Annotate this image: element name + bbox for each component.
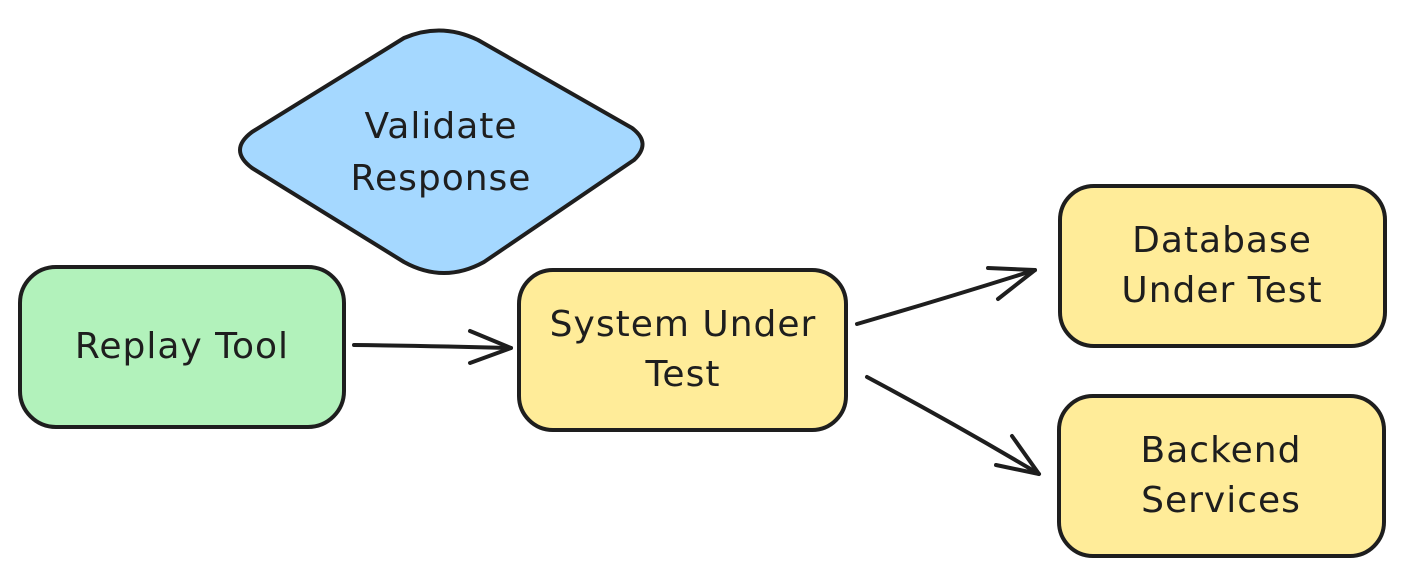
replay-tool-label: Replay Tool	[75, 326, 289, 367]
arrow-sut-to-database-shaft	[855, 268, 1037, 326]
database-under-test-node[interactable]: Database Under Test	[1058, 184, 1387, 348]
system-under-test-label-line2: Test	[645, 354, 721, 395]
arrow-sut-to-database-head	[986, 266, 1037, 301]
validate-response-node[interactable]: Validate Response	[238, 28, 645, 275]
replay-tool-node[interactable]: Replay Tool	[18, 265, 346, 429]
validate-response-label-line1: Validate	[364, 106, 517, 147]
arrow-sut-to-backend[interactable]	[865, 375, 1041, 476]
backend-services-box	[1057, 394, 1386, 558]
arrow-sut-to-backend-head	[994, 434, 1041, 476]
arrow-replay-to-sut-head	[468, 329, 513, 365]
system-under-test-box	[517, 268, 848, 432]
backend-services-label-line2: Services	[1141, 480, 1301, 521]
arrow-sut-to-database[interactable]	[855, 266, 1037, 326]
database-under-test-box	[1058, 184, 1387, 348]
replay-tool-box	[18, 265, 346, 429]
validate-response-diamond	[238, 28, 645, 275]
backend-services-node[interactable]: Backend Services	[1057, 394, 1386, 558]
system-under-test-label-line1: System Under	[550, 304, 817, 345]
database-under-test-label-line2: Under Test	[1121, 270, 1322, 311]
backend-services-label-line1: Backend	[1141, 430, 1302, 471]
database-under-test-label-line1: Database	[1132, 220, 1312, 261]
validate-response-label-line2: Response	[351, 158, 532, 199]
system-under-test-node[interactable]: System Under Test	[517, 268, 848, 432]
arrow-sut-to-backend-shaft	[865, 375, 1041, 476]
arrow-replay-to-sut-shaft	[352, 343, 513, 350]
arrow-replay-to-sut[interactable]	[352, 329, 513, 365]
